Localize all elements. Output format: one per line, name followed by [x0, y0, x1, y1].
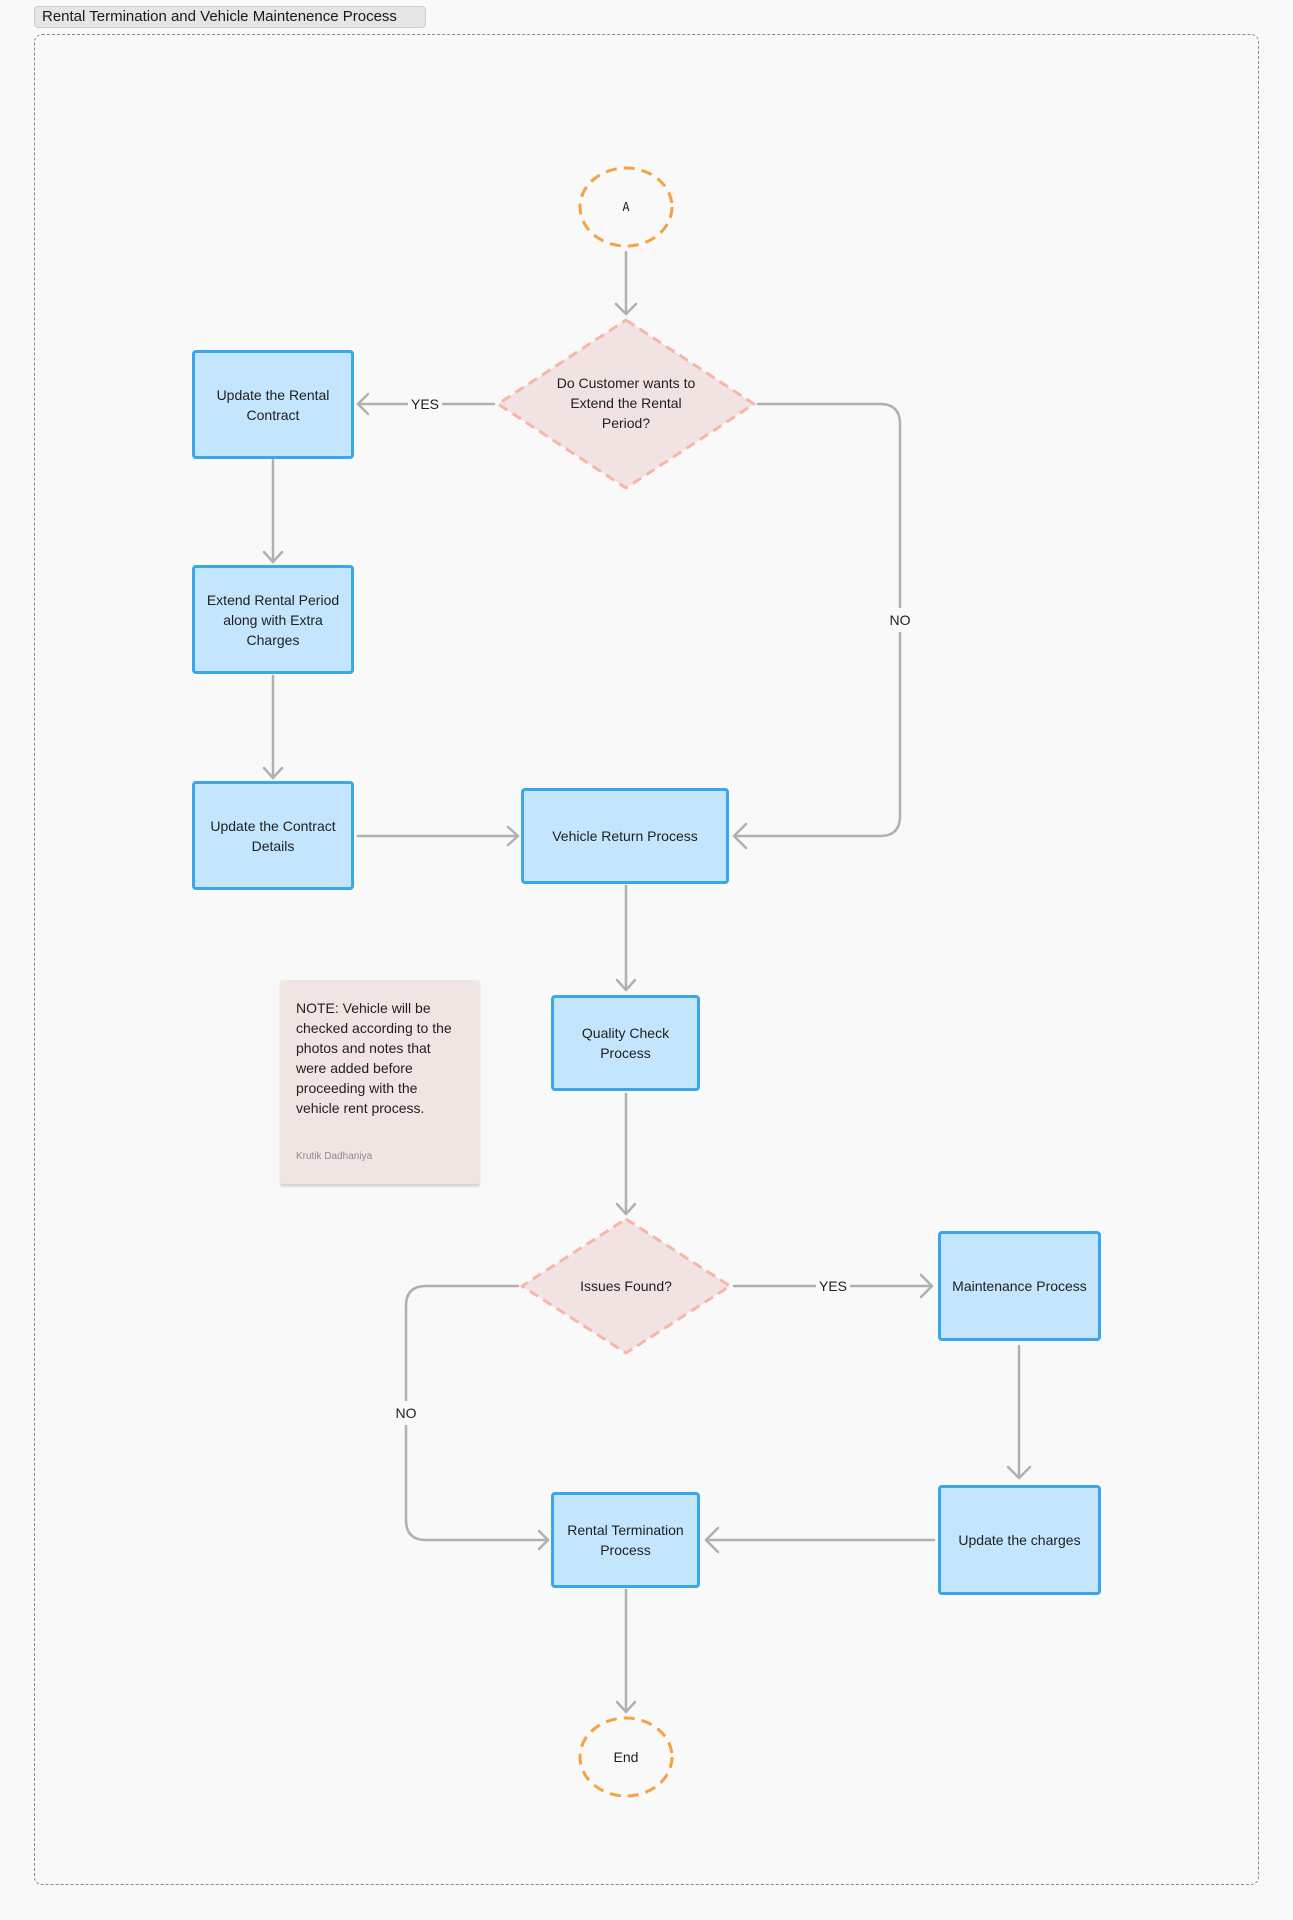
arrowhead [506, 825, 520, 847]
vehicle-return-process-box: Vehicle Return Process [521, 788, 729, 884]
arrowhead [614, 302, 638, 316]
update-charges-box: Update the charges [938, 1485, 1101, 1595]
arrowhead [356, 392, 370, 416]
arrowhead [732, 822, 748, 850]
rental-termination-process-box: Rental Termination Process [551, 1492, 700, 1588]
quality-check-process-box: Quality Check Process [551, 995, 700, 1091]
update-contract-details-box: Update the Contract Details [192, 781, 354, 890]
edge-label-issues-no: NO [391, 1401, 421, 1425]
note-author: Krutik Dadhaniya [296, 1151, 373, 1162]
decision-issues-label: Issues Found? [580, 1278, 672, 1294]
update-rental-contract-box: Update the Rental Contract [192, 350, 354, 459]
end-terminal [578, 1716, 674, 1798]
decision-extend-label: Do Customer wants to Extend the Rental P… [556, 375, 696, 431]
connector-issues-no [404, 1284, 550, 1542]
start-label: A [622, 200, 630, 214]
decision-issues-shape [520, 1217, 732, 1355]
end-label: End [613, 1749, 639, 1765]
connector-extend-no [732, 402, 902, 838]
arrowhead [919, 1273, 934, 1299]
note-text: NOTE: Vehicle will be checked according … [296, 1000, 452, 1116]
arrowhead [615, 1700, 637, 1714]
extend-rental-period-box: Extend Rental Period along with Extra Ch… [192, 565, 354, 674]
maintenance-process-box: Maintenance Process [938, 1231, 1101, 1341]
arrowhead [615, 978, 637, 992]
arrowhead [615, 1202, 637, 1216]
decision-extend-shape [496, 318, 756, 490]
edge-label-extend-yes: YES [407, 395, 443, 413]
sticky-note: NOTE: Vehicle will be checked according … [280, 980, 480, 1186]
arrowhead [262, 766, 284, 780]
edge-label-extend-no: NO [885, 608, 915, 632]
arrowhead [262, 550, 284, 564]
diagram-frame [34, 34, 1259, 1885]
arrowhead [1006, 1465, 1032, 1480]
diagram-title: Rental Termination and Vehicle Maintenen… [34, 6, 426, 28]
arrowhead [704, 1526, 720, 1554]
edge-label-issues-yes: YES [815, 1277, 851, 1295]
arrowhead [537, 1529, 550, 1551]
start-terminal [578, 166, 674, 248]
